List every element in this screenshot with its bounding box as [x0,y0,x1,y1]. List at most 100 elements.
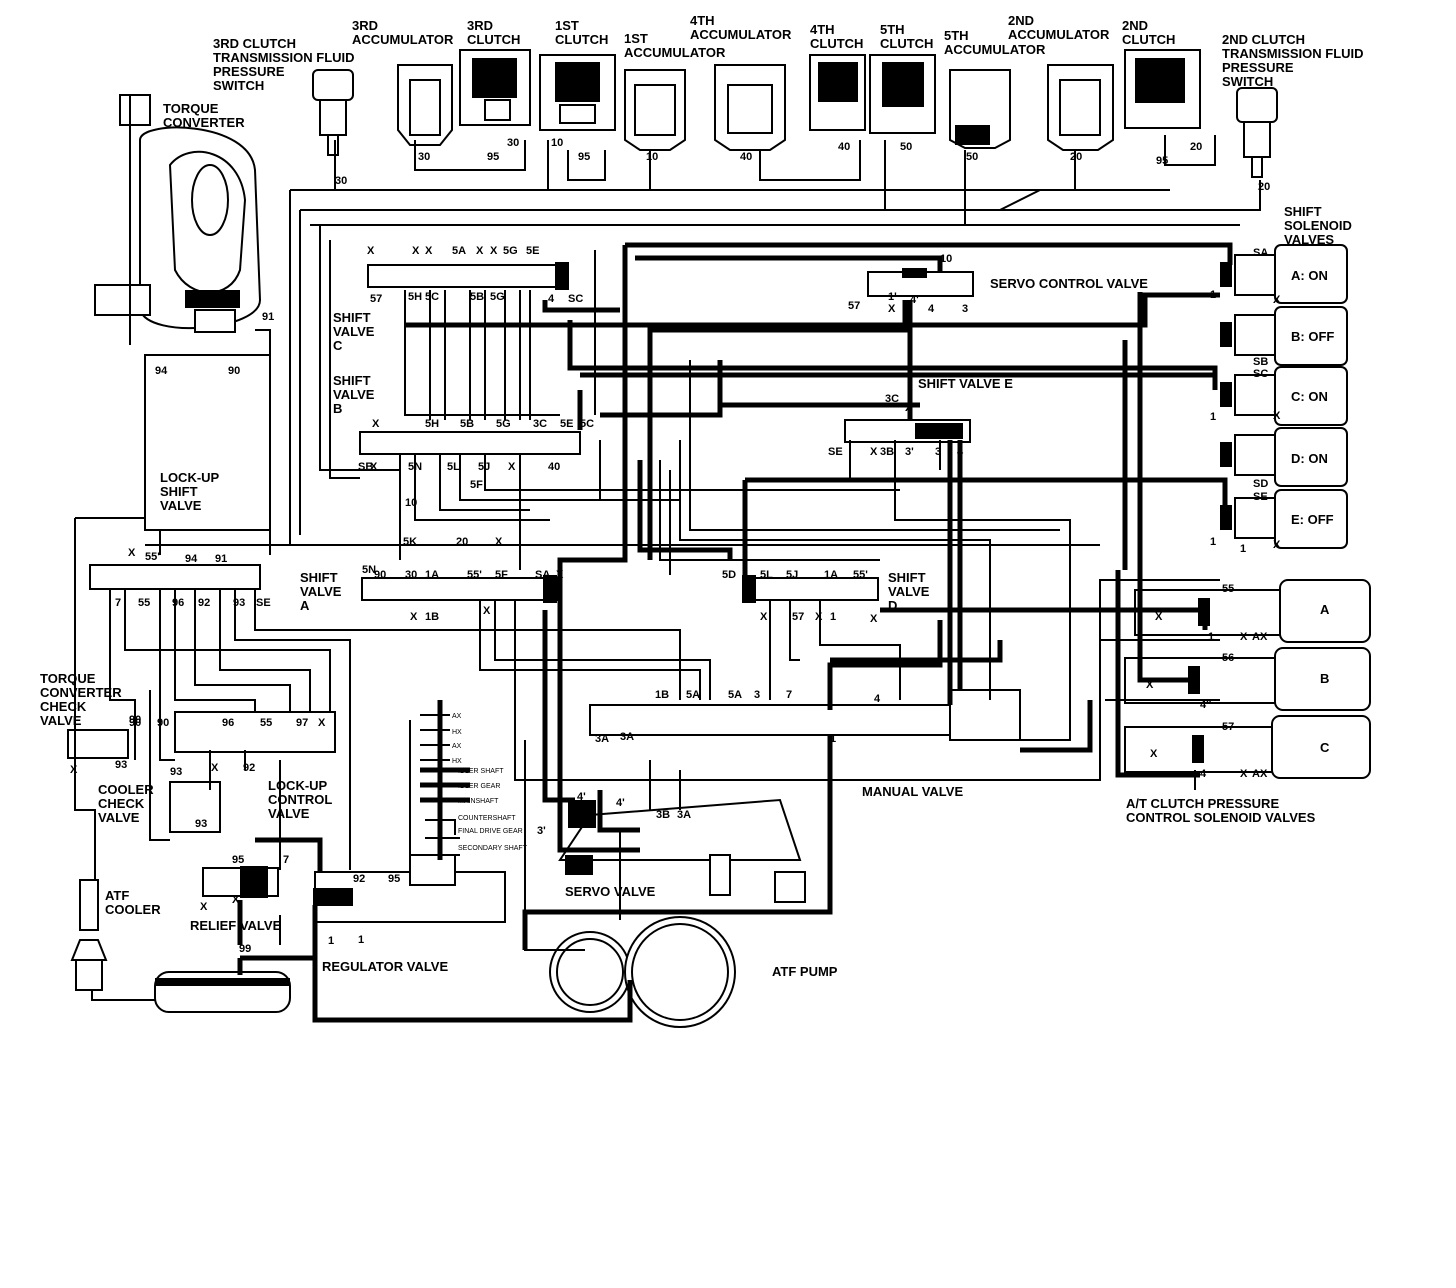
port-label-shift-valve-c: X [412,245,420,257]
pressure-control-solenoid-port: 56 [1222,652,1234,664]
lockup-shift-valve-spool [89,564,261,590]
port-label-shift-valve-e: 4 [957,446,964,458]
clutch-5th-icon [869,54,936,134]
port-label-clutch-ports: 50 [966,151,978,163]
pressure-control-solenoids [1124,579,1371,779]
accumulator-3rd-icon [397,64,453,146]
strainer-icon [154,971,291,1013]
port-label-shift-valve-c: 5G [503,245,518,257]
port-label-shift-valve-d: 1A [824,569,838,581]
port-label-shift-valve-c: 57 [370,293,382,305]
port-label-clutch-ports: 30 [335,175,347,187]
port-label-pressure-control-ports: AX [1252,631,1268,643]
port-label-shift-valve-b: 3C [533,418,547,430]
port-label-pressure-control-ports: X [1150,748,1158,760]
port-label-shift-valve-e: X [905,402,913,414]
port-label-shift-valve-e: 3 [935,446,941,458]
port-label-lockup-control-valve: X [318,717,326,729]
port-label-manual-valve: 5A [686,689,700,701]
port-label-pressure-control-ports: AX [1252,768,1268,780]
port-label-shift-valve-a: 5F [495,569,508,581]
port-label-shift-valve-b: 5H [425,418,439,430]
regulator-valve-body [313,854,506,923]
port-label-servo-control-valve: 57 [848,300,860,312]
port-label-shift-valve-b: 5B [460,418,474,430]
port-label-clutch-ports: 40 [838,141,850,153]
port-label-relief-regulator: 92 [353,873,365,885]
port-label-shift-valve-b: 40 [548,461,560,473]
port-label-shift-valve-c: 5C [425,291,439,303]
shift-valve-e-body [844,419,971,443]
port-label-servo-control-valve: 10 [940,253,952,265]
clutch-1st-icon [539,54,616,131]
port-label-lockup-shift-valve: 91 [262,311,274,323]
port-label-shift-valve-e: 3B [880,446,894,458]
port-label-manual-valve: 3A [620,731,634,743]
pressure-control-solenoid-port: 55 [1222,583,1234,595]
port-label-shift-valve-b: 5G [496,418,511,430]
port-label-shift-valve-c: 5E [526,245,539,257]
port-label-clutch-ports: 30 [507,137,519,149]
port-label-servo-control-valve: X [888,303,896,315]
port-label-lockup-shift-valve: 91 [215,553,227,565]
port-label-shift-valve-e: SE [828,446,843,458]
port-label-shift-valve-a: 1A [425,569,439,581]
port-label-lockup-control-valve: X [211,762,219,774]
port-label-manual-valve: 4 [874,693,881,705]
port-label-shift-valve-b: 5N [408,461,422,473]
port-label-clutch-ports: 30 [418,151,430,163]
relief-valve-label: RELIEF VALVE [190,918,282,933]
port-label-shift-valve-a: 20 [456,536,468,548]
port-label-lockup-shift-valve: 90 [228,365,240,377]
port-label-clutch-ports: 10 [646,151,658,163]
port-label-shift-valve-b: X [508,461,516,473]
lubrication-label: SECONDARY SHAFT [458,845,528,852]
manual-valve-body [589,689,1021,741]
shift-solenoid-port: SA [1253,247,1268,259]
port-label-lockup-shift-valve: 7 [115,597,121,609]
fluid-lines-thin [74,135,1261,1001]
port-label-shift-valve-b: X [372,418,380,430]
port-label-check-valves: X [70,764,78,776]
lubrication-label: IDLER GEAR [458,783,500,790]
port-label-manual-valve: 5A [728,689,742,701]
port-label-solenoid-misc: 1 [1210,411,1216,423]
pressure-control-solenoid-name: B [1320,671,1329,686]
port-label-check-valves: 93 [115,759,127,771]
servo-valve-label: SERVO VALVE [565,884,656,899]
port-label-lockup-control-valve: 96 [222,717,234,729]
port-label-shift-valve-d: X [760,611,768,623]
port-label-lockup-shift-valve: 55 [138,597,150,609]
port-label-relief-regulator: 95 [388,873,400,885]
port-label-lockup-shift-valve: 55' [145,551,160,563]
lubrication-label: AX [452,713,462,720]
port-label-shift-valve-c: X [490,245,498,257]
shift-solenoid-port: SB [1253,356,1268,368]
port-label-servo-valve: 3' [537,825,546,837]
port-label-shift-valve-c: SC [568,293,583,305]
shift-valve-d-body [742,575,879,603]
manual-valve-label: MANUAL VALVE [862,784,963,799]
accumulator-4th-icon [714,64,786,151]
port-label-shift-valve-b: 5C [580,418,594,430]
port-label-clutch-ports: 95 [487,151,499,163]
lockup-shift-valve-body [144,354,271,531]
port-label-servo-valve: 3B [656,809,670,821]
atf-pump-label: ATF PUMP [772,964,838,979]
port-label-lockup-shift-valve: 93 [233,597,245,609]
port-label-pressure-control-ports: 1 [1208,631,1214,643]
lockup-control-valve-body [174,711,336,753]
